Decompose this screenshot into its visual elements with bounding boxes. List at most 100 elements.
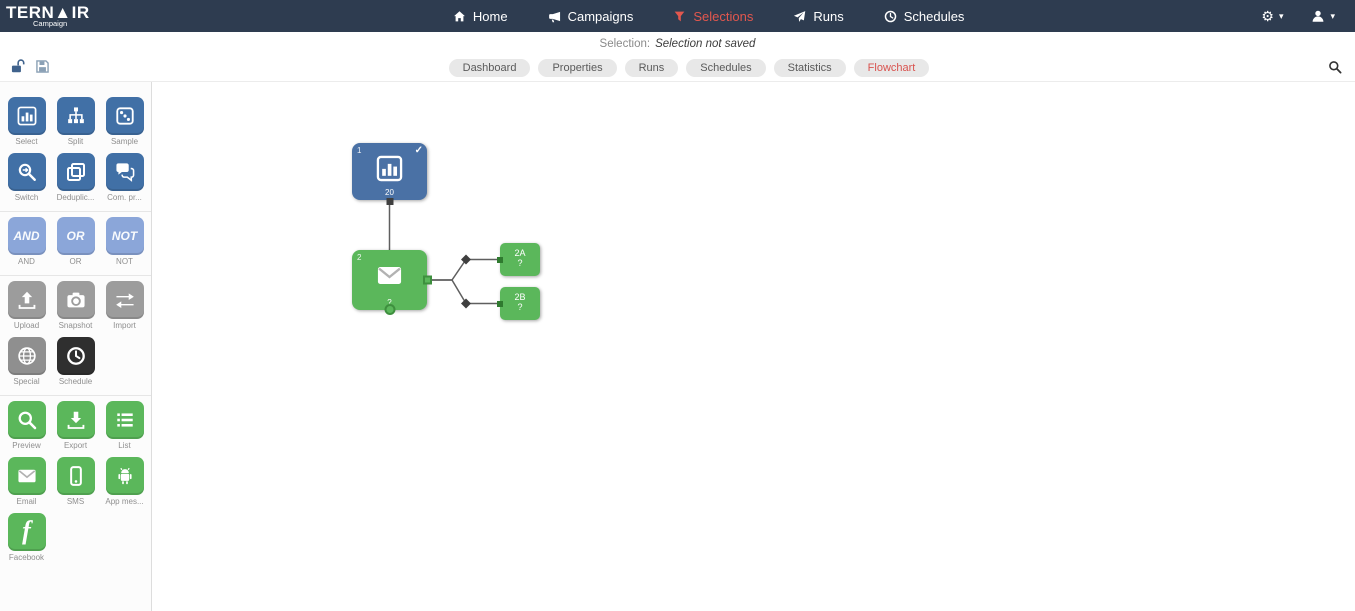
port-left[interactable] xyxy=(497,256,503,263)
tool-email[interactable]: Email xyxy=(3,457,50,506)
tool-not[interactable]: NOT NOT xyxy=(101,217,148,266)
tool-export-button[interactable] xyxy=(56,401,95,439)
tab-schedules[interactable]: Schedules xyxy=(686,59,766,77)
tool-select-button[interactable] xyxy=(7,97,46,135)
tool-preview-button[interactable] xyxy=(7,401,46,439)
tool-preview[interactable]: Preview xyxy=(3,401,50,450)
connector-lines xyxy=(388,200,500,309)
node-number: 2 xyxy=(357,253,362,262)
tool-switch-button[interactable] xyxy=(7,153,46,191)
check-icon: ✓ xyxy=(414,145,423,156)
node-footer-value: 20 xyxy=(385,188,394,197)
camera-icon xyxy=(66,290,86,310)
selection-bar: Selection: Selection not saved xyxy=(0,32,1355,55)
tool-or-button[interactable]: OR xyxy=(56,217,95,255)
tool-upload[interactable]: Upload xyxy=(3,281,50,330)
tool-label: Special xyxy=(13,377,40,386)
flow-node-2A[interactable]: 2A? xyxy=(497,243,540,276)
tab-dashboard[interactable]: Dashboard xyxy=(448,59,531,77)
nav-item-schedules[interactable]: Schedules xyxy=(884,9,964,24)
tool-snapshot-button[interactable] xyxy=(56,281,95,319)
save-button[interactable] xyxy=(35,59,50,78)
tool-special[interactable]: Special xyxy=(3,337,50,386)
tab-runs[interactable]: Runs xyxy=(624,59,679,77)
chat-icon xyxy=(115,162,135,182)
user-menu[interactable]: ▾ xyxy=(1311,9,1335,23)
nav-item-label: Campaigns xyxy=(567,8,634,24)
tool-label: Sample xyxy=(110,137,139,146)
search-icon xyxy=(17,410,37,430)
tool-import[interactable]: Import xyxy=(101,281,148,330)
tool-label: SMS xyxy=(66,497,85,506)
tool-com-pressure[interactable]: Com. pr... xyxy=(101,153,148,202)
nav-item-campaigns[interactable]: Campaigns xyxy=(548,8,634,24)
tool-label: Snapshot xyxy=(58,321,93,330)
unlock-button[interactable] xyxy=(10,58,25,78)
port-left[interactable] xyxy=(497,300,503,307)
navbar-right: ⚙▾ ▾ xyxy=(1261,9,1335,23)
tool-label: Email xyxy=(16,497,37,506)
tab-properties[interactable]: Properties xyxy=(538,59,617,77)
tab-flowchart[interactable]: Flowchart xyxy=(853,59,930,77)
flow-node-1[interactable]: 1✓20 xyxy=(352,143,427,205)
tool-label: Preview xyxy=(12,441,41,450)
tool-export[interactable]: Export xyxy=(52,401,99,450)
tool-select[interactable]: Select xyxy=(3,97,50,146)
view-toolbar: Dashboard Properties Runs Schedules Statisti… xyxy=(0,55,1355,82)
port-bottom[interactable] xyxy=(386,198,393,205)
tool-snapshot[interactable]: Snapshot xyxy=(52,281,99,330)
tool-list-button[interactable] xyxy=(105,401,144,439)
tool-and-button[interactable]: AND xyxy=(7,217,46,255)
search-button[interactable] xyxy=(1328,60,1342,77)
tool-sms[interactable]: SMS xyxy=(52,457,99,506)
tool-label: Deduplic... xyxy=(56,193,95,202)
tool-import-button[interactable] xyxy=(105,281,144,319)
settings-menu[interactable]: ⚙▾ xyxy=(1261,9,1283,23)
port-right[interactable] xyxy=(423,275,432,285)
tool-switch[interactable]: Switch xyxy=(3,153,50,202)
tool-label: App mes... xyxy=(105,497,144,506)
tool-label: OR xyxy=(69,257,82,266)
phone-icon xyxy=(66,466,86,486)
flow-node-2B[interactable]: 2B? xyxy=(497,287,540,320)
tool-split-button[interactable] xyxy=(56,97,95,135)
toolbar-right xyxy=(1328,60,1342,77)
globe-icon xyxy=(17,346,37,366)
tool-com-pressure-button[interactable] xyxy=(105,153,144,191)
tool-email-button[interactable] xyxy=(7,457,46,495)
tool-deduplicate[interactable]: Deduplic... xyxy=(52,153,99,202)
tool-label: List xyxy=(118,441,131,450)
tab-statistics[interactable]: Statistics xyxy=(773,59,846,77)
tool-label: NOT xyxy=(116,257,133,266)
tool-list[interactable]: List xyxy=(101,401,148,450)
tool-sample[interactable]: Sample xyxy=(101,97,148,146)
tool-deduplicate-button[interactable] xyxy=(56,153,95,191)
nav-item-selections[interactable]: Selections xyxy=(673,9,753,24)
tool-or[interactable]: OR OR xyxy=(52,217,99,266)
operator-text: OR xyxy=(66,229,85,243)
tool-app-message[interactable]: App mes... xyxy=(101,457,148,506)
tool-sms-button[interactable] xyxy=(56,457,95,495)
nav-item-home[interactable]: Home xyxy=(453,9,508,24)
tool-schedule-button[interactable] xyxy=(56,337,95,375)
tool-sample-button[interactable] xyxy=(105,97,144,135)
user-icon xyxy=(1311,9,1325,23)
tool-app-message-button[interactable] xyxy=(105,457,144,495)
tool-not-button[interactable]: NOT xyxy=(105,217,144,255)
brand-logo[interactable]: TERN▲IR Campaign xyxy=(6,4,156,28)
chart-box-icon xyxy=(376,155,403,182)
tool-split[interactable]: Split xyxy=(52,97,99,146)
tool-facebook-button[interactable]: f xyxy=(7,513,46,551)
tool-special-button[interactable] xyxy=(7,337,46,375)
brand-name: TERN▲IR xyxy=(6,3,90,23)
tool-upload-button[interactable] xyxy=(7,281,46,319)
port-bottom[interactable] xyxy=(384,304,395,315)
tool-schedule[interactable]: Schedule xyxy=(52,337,99,386)
node-title: 2A xyxy=(514,248,526,258)
nav-item-runs[interactable]: Runs xyxy=(793,9,844,24)
flow-node-2[interactable]: 2? xyxy=(352,250,432,315)
